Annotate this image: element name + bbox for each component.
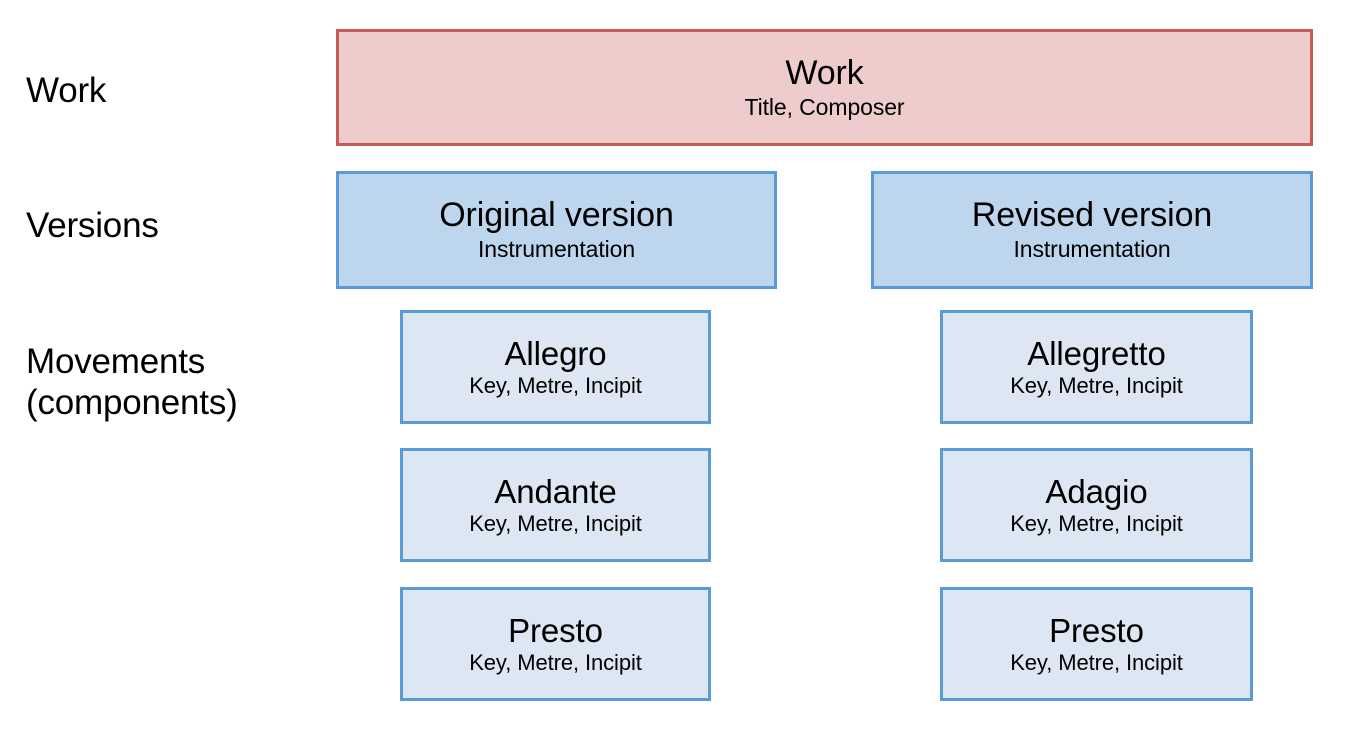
movement-node-right-2-title: Adagio [1045, 472, 1148, 510]
movement-node-left-3-subtitle: Key, Metre, Incipit [469, 650, 642, 676]
movement-node-right-2: Adagio Key, Metre, Incipit [940, 448, 1253, 562]
work-node-title: Work [785, 53, 864, 92]
movement-node-right-1: Allegretto Key, Metre, Incipit [940, 310, 1253, 424]
movement-node-right-3: Presto Key, Metre, Incipit [940, 587, 1253, 701]
row-label-movements: Movements (components) [26, 342, 238, 423]
work-node: Work Title, Composer [336, 29, 1313, 146]
version-node-original-subtitle: Instrumentation [477, 236, 636, 263]
movement-node-left-2: Andante Key, Metre, Incipit [400, 448, 711, 562]
movement-node-right-2-subtitle: Key, Metre, Incipit [1010, 511, 1183, 537]
movement-node-right-3-subtitle: Key, Metre, Incipit [1010, 650, 1183, 676]
movement-node-right-3-title: Presto [1049, 611, 1144, 649]
row-label-work: Work [26, 71, 107, 110]
movement-node-left-1-title: Allegro [504, 334, 607, 372]
work-node-subtitle: Title, Composer [744, 93, 905, 120]
version-node-revised-subtitle: Instrumentation [1013, 236, 1171, 263]
version-node-original-title: Original version [439, 196, 674, 235]
version-node-original: Original version Instrumentation [336, 171, 777, 289]
version-node-revised-title: Revised version [971, 196, 1213, 235]
version-node-revised: Revised version Instrumentation [871, 171, 1313, 289]
movement-node-right-1-title: Allegretto [1027, 334, 1166, 372]
movement-node-right-1-subtitle: Key, Metre, Incipit [1010, 373, 1183, 399]
movement-node-left-3-title: Presto [508, 611, 603, 649]
movement-node-left-1-subtitle: Key, Metre, Incipit [469, 373, 642, 399]
movement-node-left-3: Presto Key, Metre, Incipit [400, 587, 711, 701]
movement-node-left-2-title: Andante [494, 472, 617, 510]
movement-node-left-2-subtitle: Key, Metre, Incipit [469, 511, 642, 537]
movement-node-left-1: Allegro Key, Metre, Incipit [400, 310, 711, 424]
row-label-versions: Versions [26, 206, 159, 245]
